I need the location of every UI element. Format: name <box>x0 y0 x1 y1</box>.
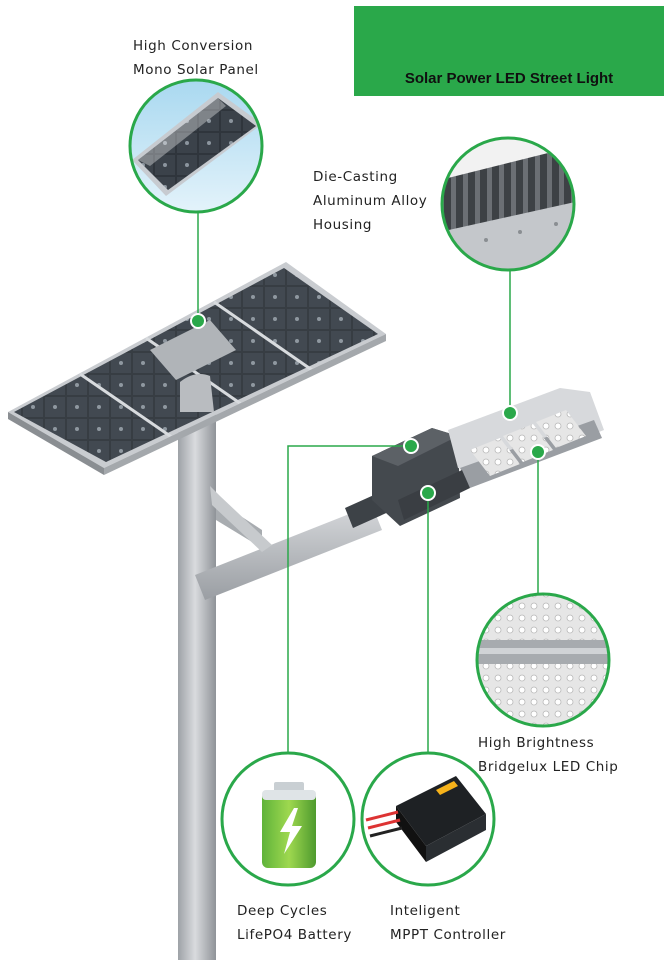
housing-label-line1: Die-Casting <box>313 169 398 185</box>
solar-panel <box>8 262 386 475</box>
solar-panel-closeup <box>128 78 264 214</box>
controller-label-line2: MPPT Controller <box>390 927 506 943</box>
led-chip-label: High Brightness Bridgelux LED Chip <box>478 731 618 779</box>
title-banner: Solar Power LED Street Light <box>354 6 664 96</box>
banner-title: Solar Power LED Street Light <box>404 70 614 87</box>
callout-dots <box>190 313 546 501</box>
lamp-head <box>372 388 604 526</box>
housing-closeup <box>440 136 576 272</box>
lamp-arm <box>195 486 393 600</box>
battery-closeup <box>220 751 356 887</box>
led-chip-closeup <box>475 592 611 728</box>
housing-label-line2: Aluminum Alloy <box>313 193 428 209</box>
controller-closeup <box>360 751 496 887</box>
solar-panel-label: High Conversion Mono Solar Panel <box>133 34 259 82</box>
led-chip-label-line2: Bridgelux LED Chip <box>478 759 619 775</box>
lamp-pole <box>178 375 216 960</box>
led-chip-label-line1: High Brightness <box>478 735 595 751</box>
housing-label: Die-Casting Aluminum Alloy Housing <box>313 165 427 237</box>
callout-lines <box>197 212 539 753</box>
housing-label-line3: Housing <box>313 217 373 233</box>
solar-panel-label-line1: High Conversion <box>133 38 254 54</box>
battery-label-line2: LifePO4 Battery <box>237 927 352 943</box>
controller-label: Inteligent MPPT Controller <box>390 899 506 947</box>
battery-label: Deep Cycles LifePO4 Battery <box>237 899 352 947</box>
solar-panel-label-line2: Mono Solar Panel <box>133 62 259 78</box>
battery-label-line1: Deep Cycles <box>237 903 328 919</box>
controller-label-line1: Inteligent <box>390 903 461 919</box>
